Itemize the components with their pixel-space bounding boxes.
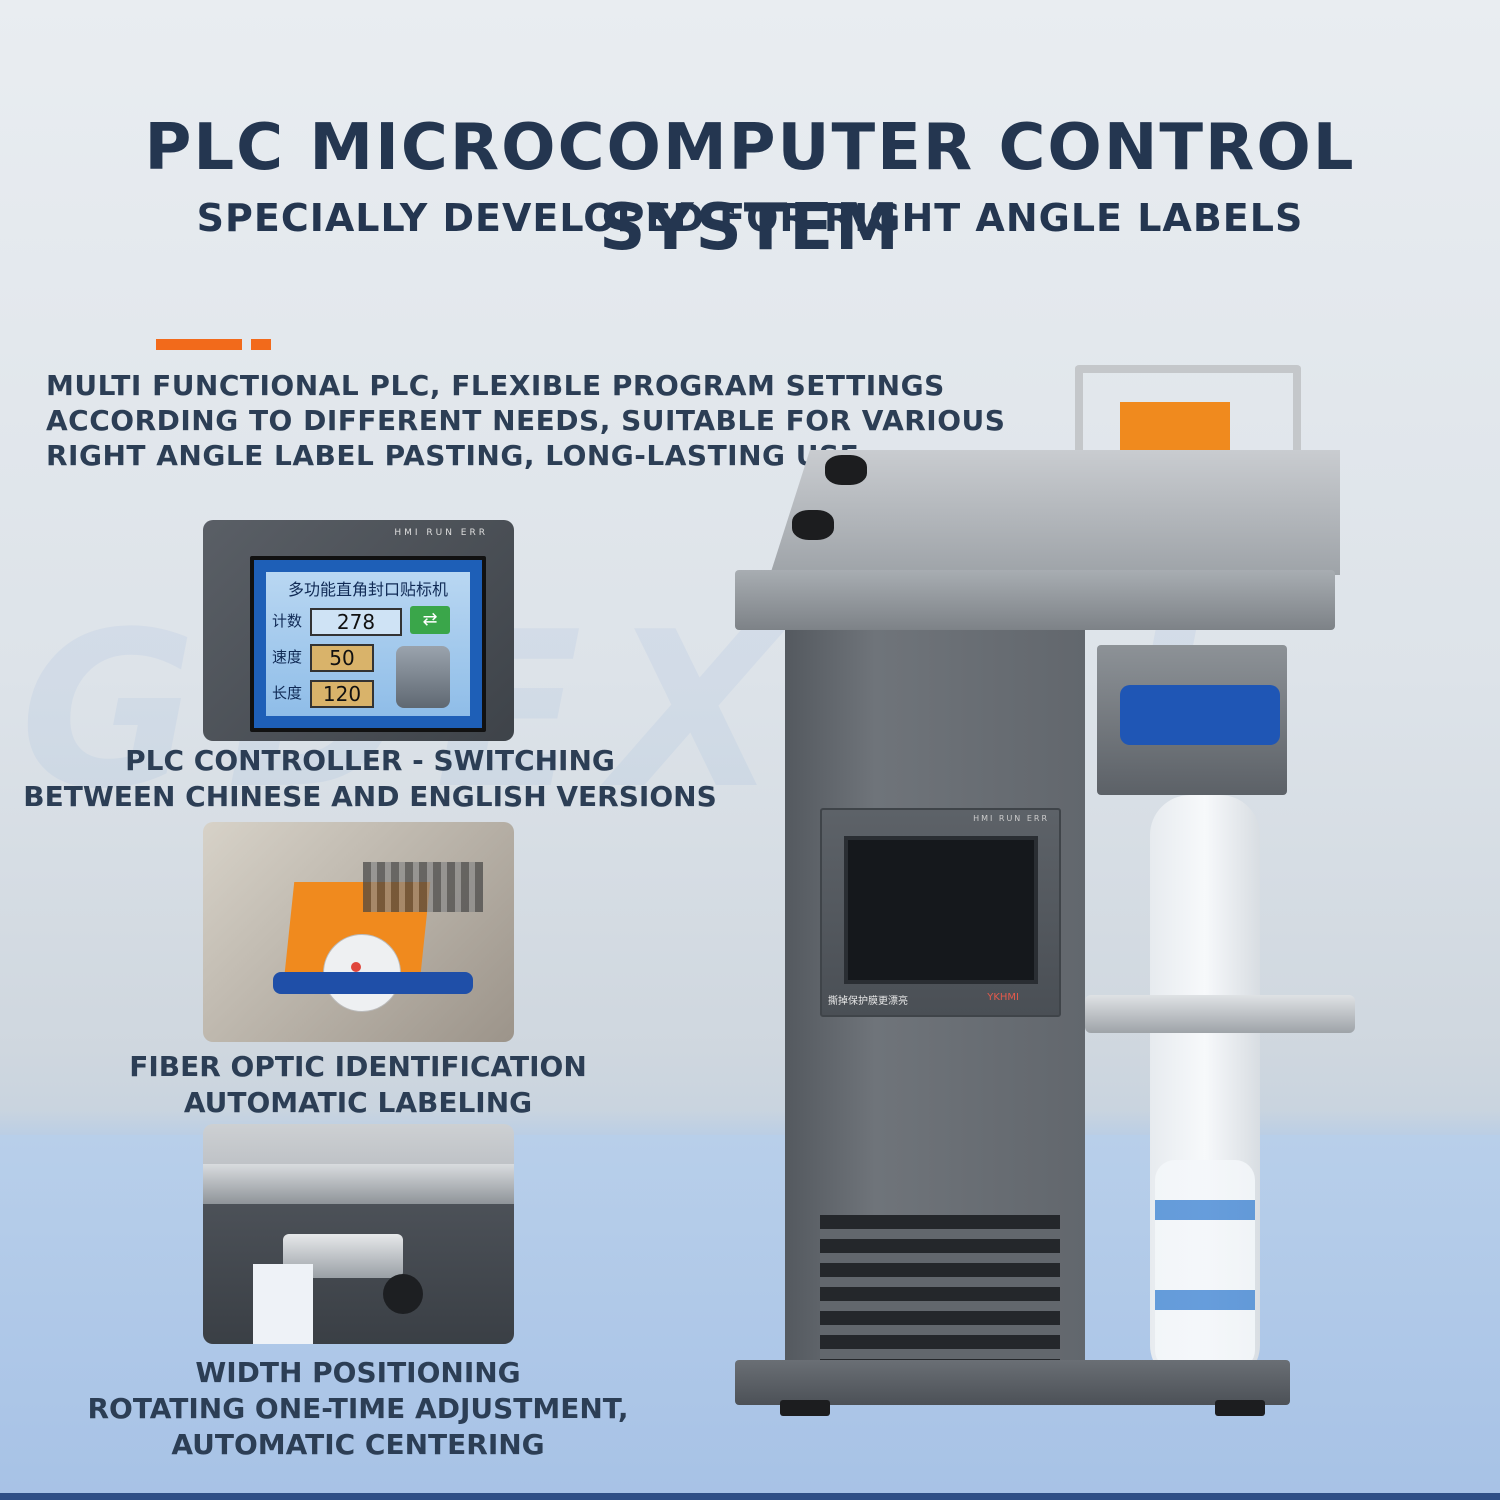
- machine-control-panel: HMI RUN ERR 撕掉保护膜更漂亮 YKHMI: [820, 808, 1061, 1017]
- hmi-count-value: 278: [310, 608, 402, 636]
- labeling-machine: HMI RUN ERR 撕掉保护膜更漂亮 YKHMI: [725, 360, 1365, 1420]
- refresh-icon: ⇄: [410, 606, 450, 634]
- caption-line: FIBER OPTIC IDENTIFICATION: [129, 1050, 587, 1083]
- machine-base: [735, 1360, 1290, 1405]
- plc-controller-photo: HMI RUN ERR 多功能直角封口贴标机 计数 278 ⇄ 速度 50 长度…: [203, 520, 514, 741]
- laser-dot-icon: [351, 962, 361, 972]
- caption-line: WIDTH POSITIONING: [195, 1356, 521, 1389]
- hmi-screen: 多功能直角封口贴标机 计数 278 ⇄ 速度 50 长度 120: [250, 556, 486, 732]
- caption-line: AUTOMATIC CENTERING: [171, 1428, 545, 1461]
- printed-labels: [1155, 1160, 1255, 1370]
- panel-brand: YKHMI: [987, 992, 1019, 1003]
- knob-icon: [383, 1274, 423, 1314]
- caption-plc-controller: PLC CONTROLLER - SWITCHING BETWEEN CHINE…: [20, 743, 720, 815]
- hmi-title: 多功能直角封口贴标机: [287, 580, 448, 599]
- hmi-length-label: 长度: [272, 684, 303, 702]
- vent-grille: [820, 1215, 1060, 1365]
- hmi-led-labels: HMI RUN ERR: [394, 528, 488, 538]
- machine-foot: [780, 1400, 830, 1416]
- caption-line: BETWEEN CHINESE AND ENGLISH VERSIONS: [23, 780, 717, 813]
- steel-table-edge: [203, 1164, 514, 1204]
- panel-led-labels: HMI RUN ERR: [973, 814, 1049, 823]
- power-switch-icon: [396, 646, 450, 708]
- panel-sticker: 撕掉保护膜更漂亮: [828, 996, 908, 1007]
- hmi-speed-label: 速度: [272, 648, 303, 666]
- hmi-length-value: 120: [310, 680, 374, 708]
- hmi-speed-value: 50: [310, 644, 374, 672]
- blue-roller: [273, 972, 473, 994]
- label-roll: [253, 1264, 313, 1344]
- caption-line: PLC CONTROLLER - SWITCHING: [125, 744, 615, 777]
- bottom-border: [0, 1493, 1500, 1500]
- caption-fiber-optic: FIBER OPTIC IDENTIFICATION AUTOMATIC LAB…: [100, 1049, 616, 1121]
- page-subtitle: SPECIALLY DEVELOPED FOR RIGHT ANGLE LABE…: [196, 196, 1304, 240]
- accent-bar-small: [251, 339, 271, 350]
- page-title: PLC MICROCOMPUTER CONTROL SYSTEM: [144, 111, 1356, 265]
- intro-text: MULTI FUNCTIONAL PLC, FLEXIBLE PROGRAM S…: [46, 369, 1006, 472]
- caption-line: AUTOMATIC LABELING: [183, 1086, 533, 1119]
- hmi-count-label: 计数: [272, 612, 303, 630]
- roll-spindle: [1085, 995, 1355, 1033]
- caption-width-positioning: WIDTH POSITIONING ROTATING ONE-TIME ADJU…: [40, 1355, 676, 1463]
- knob-icon: [792, 510, 834, 540]
- machine-foot: [1215, 1400, 1265, 1416]
- fiber-optic-photo: [203, 822, 514, 1042]
- accent-bar: [156, 339, 242, 350]
- width-positioning-photo: [203, 1124, 514, 1344]
- machine-screen[interactable]: [844, 836, 1038, 984]
- hmi-display: 多功能直角封口贴标机 计数 278 ⇄ 速度 50 长度 120: [266, 572, 470, 716]
- caption-line: ROTATING ONE-TIME ADJUSTMENT,: [87, 1392, 629, 1425]
- knob-icon: [825, 455, 867, 485]
- screw-shaft: [363, 862, 483, 912]
- top-bracket: [1075, 365, 1301, 463]
- blue-roller: [1120, 685, 1280, 745]
- tabletop-front: [735, 570, 1335, 630]
